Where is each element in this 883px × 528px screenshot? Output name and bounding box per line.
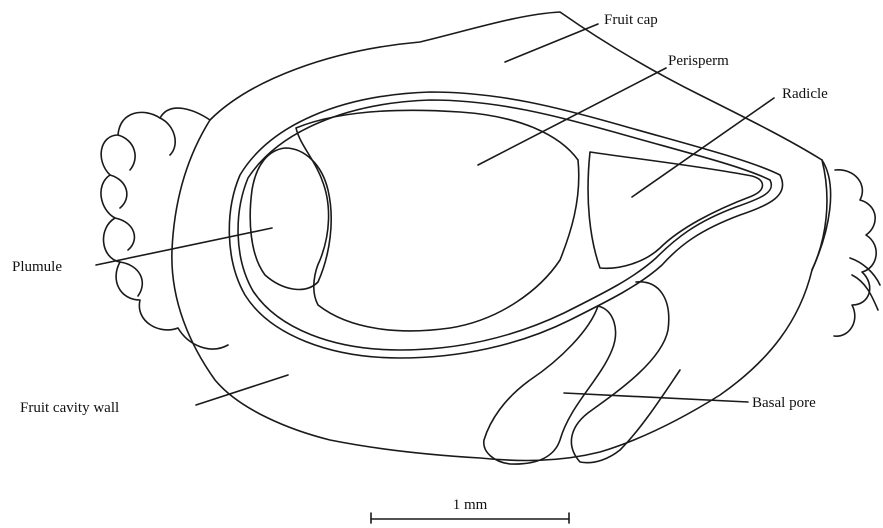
- label-basal-pore: Basal pore: [752, 395, 816, 411]
- right-tissue-strands: [850, 258, 880, 310]
- plumule-leader: [96, 228, 272, 265]
- right-tissue-lobes: [834, 170, 876, 336]
- label-plumule: Plumule: [12, 259, 62, 275]
- label-radicle: Radicle: [782, 86, 828, 102]
- left-tissue-lobes: [101, 108, 228, 349]
- radicle-leader: [632, 98, 774, 197]
- fruit-outer-outline: [172, 12, 831, 460]
- left-tissue-inner-lobes: [110, 118, 175, 296]
- label-perisperm: Perisperm: [668, 53, 729, 69]
- label-fruit-cap: Fruit cap: [604, 12, 658, 28]
- plumule-region: [250, 148, 331, 289]
- scale-bar-label: 1 mm: [453, 497, 488, 513]
- perisperm-leader: [478, 68, 666, 165]
- label-fruit-cavity-wall: Fruit cavity wall: [20, 400, 119, 416]
- fruit-cap-leader: [505, 24, 598, 62]
- seed-coat-outer: [229, 92, 782, 358]
- fruit-cavity-wall-leader: [196, 375, 288, 405]
- perisperm-region: [296, 110, 579, 331]
- basal-pore-right-lobe: [571, 282, 680, 463]
- scale-bar: 1 mm: [371, 497, 569, 523]
